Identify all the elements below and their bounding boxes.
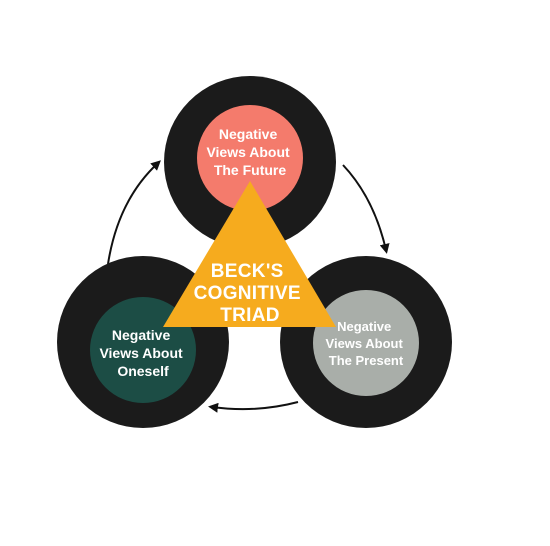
node-present: Negative Views About The Present	[280, 256, 452, 428]
node-future-disc	[197, 105, 303, 211]
center-line-2: COGNITIVE	[194, 283, 301, 304]
node-future-label: Negative Views About The Future	[206, 126, 293, 178]
node-oneself-line-3: Oneself	[117, 363, 169, 379]
node-future-line-2: Views About	[206, 144, 290, 160]
node-present-line-1: Negative	[337, 319, 391, 334]
node-present-line-3: The Present	[329, 353, 404, 368]
arrow-present-to-oneself-icon	[208, 401, 299, 413]
center-triangle	[163, 181, 336, 327]
node-present-disc	[313, 290, 419, 396]
node-oneself-label: Negative Views About Oneself	[99, 327, 186, 379]
node-oneself-line-1: Negative	[112, 327, 171, 343]
node-present-line-2: Views About	[326, 336, 404, 351]
node-future-line-1: Negative	[219, 126, 278, 142]
node-future-line-3: The Future	[214, 162, 287, 178]
arrow-future-to-present-icon	[342, 164, 390, 254]
center-triad: BECK'S COGNITIVE TRIAD	[163, 181, 336, 327]
center-label: BECK'S COGNITIVE TRIAD	[194, 261, 307, 326]
center-line-1: BECK'S	[211, 261, 284, 282]
center-line-3: TRIAD	[220, 305, 280, 326]
node-future: Negative Views About The Future	[164, 76, 336, 248]
arrow-oneself-to-future-icon	[107, 160, 161, 265]
node-oneself-line-2: Views About	[99, 345, 183, 361]
node-present-label: Negative Views About The Present	[326, 319, 407, 368]
